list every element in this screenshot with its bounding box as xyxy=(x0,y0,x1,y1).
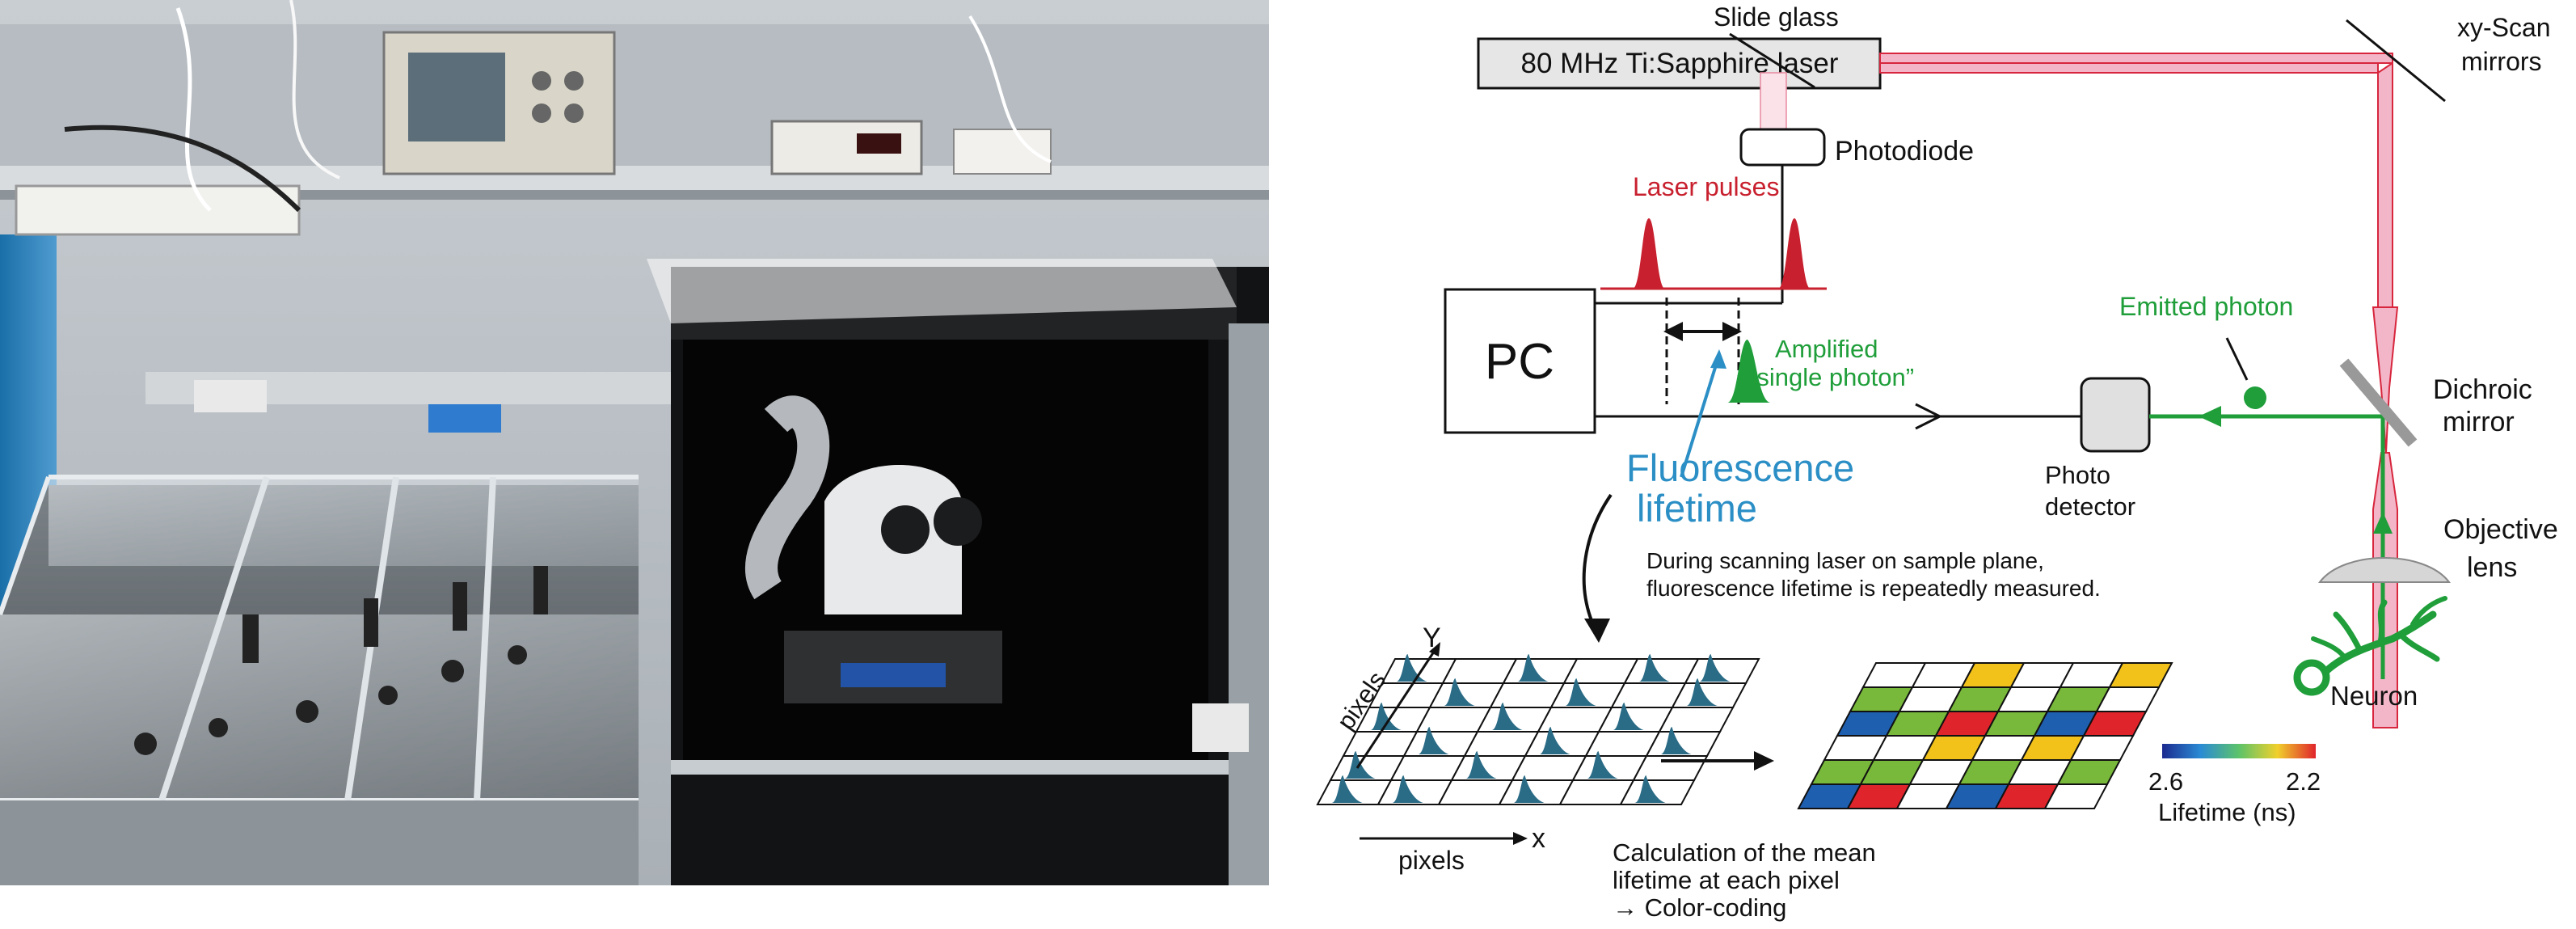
decay-curve xyxy=(1331,775,1363,803)
laser-pulses-label: Laser pulses xyxy=(1633,172,1779,201)
decay-curve xyxy=(1660,727,1692,754)
decay-curve xyxy=(1392,775,1423,803)
decay-curve xyxy=(1539,727,1570,754)
decay-curve xyxy=(1699,654,1731,682)
dichroic-label: Dichroic xyxy=(2433,374,2532,405)
decay-pixel-grid xyxy=(1316,654,1760,805)
xy-scan-label: xy-Scan xyxy=(2457,13,2551,42)
lab-setup-photo xyxy=(0,0,1269,885)
slide-glass-label: Slide glass xyxy=(1714,2,1839,32)
scan-note-2: fluorescence lifetime is repeatedly meas… xyxy=(1646,576,2101,601)
calc-note-3: → Color-coding xyxy=(1613,893,1786,922)
color-coded-pixel-grid xyxy=(1797,662,2173,809)
laser-pulse xyxy=(1778,218,1811,289)
dichroic-mirror xyxy=(2339,358,2418,447)
laser-label: 80 MHz Ti:Sapphire laser xyxy=(1521,48,1839,79)
scan-note: During scanning laser on sample plane, xyxy=(1646,548,2044,573)
fluorescence-label: Fluorescence xyxy=(1626,446,1854,489)
grid-pixel xyxy=(2043,783,2109,809)
flim-schematic: 80 MHz Ti:Sapphire laser Slide glass xy-… xyxy=(1316,2,2558,922)
scale-right-label: 2.2 xyxy=(2286,767,2321,796)
scale-title: Lifetime (ns) xyxy=(2158,798,2296,826)
decay-curve xyxy=(1638,654,1670,682)
axis-y-label: Y xyxy=(1423,623,1441,653)
fluorescence-label-2: lifetime xyxy=(1637,487,1757,530)
neuron xyxy=(2293,596,2447,696)
xy-scan-label-2: mirrors xyxy=(2461,47,2542,76)
pc-box xyxy=(1444,288,1596,434)
scale-left-label: 2.6 xyxy=(2148,767,2183,796)
decay-curve xyxy=(1517,654,1549,682)
laser-beam xyxy=(1879,53,2393,64)
amplified-label: Amplified xyxy=(1775,335,1878,363)
axis-x-label: x xyxy=(1532,823,1545,854)
photodiode-label: Photodiode xyxy=(1835,136,1974,167)
decay-curve xyxy=(1686,678,1718,706)
pc-label: PC xyxy=(1485,334,1554,390)
slide-glass xyxy=(1729,32,1815,89)
photodiode xyxy=(1739,128,1826,167)
laser-beam-vertical xyxy=(2377,61,2393,308)
objective-label-2: lens xyxy=(2467,552,2517,583)
neuron-label: Neuron xyxy=(2330,681,2418,711)
decay-curve xyxy=(1491,703,1523,730)
photo-detector-label: Photo xyxy=(2045,461,2110,489)
axis-pixels-x-label: pixels xyxy=(1398,846,1465,875)
dichroic-label-2: mirror xyxy=(2443,407,2515,437)
emitted-photon-label: Emitted photon xyxy=(2119,292,2293,321)
lifetime-color-scale xyxy=(2162,744,2316,758)
decay-curve xyxy=(1587,751,1618,779)
decay-curve xyxy=(1396,654,1427,682)
objective-label: Objective xyxy=(2443,514,2558,545)
decay-curve xyxy=(1634,775,1666,803)
xy-scan-mirror xyxy=(2346,19,2446,103)
decay-curve xyxy=(1370,703,1402,730)
fluorescence-pointer xyxy=(1680,359,1719,478)
emitted-photon xyxy=(2244,386,2266,409)
decay-curve xyxy=(1513,775,1545,803)
amplified-label-2: “single photon” xyxy=(1748,363,1914,391)
calc-note-2: lifetime at each pixel xyxy=(1613,866,1840,894)
calc-note: Calculation of the mean xyxy=(1613,838,1876,867)
decay-curve xyxy=(1444,678,1475,706)
photo-detector-label-2: detector xyxy=(2045,492,2135,521)
laser-box xyxy=(1477,37,1882,90)
decay-curve xyxy=(1465,751,1497,779)
decay-curve xyxy=(1418,727,1449,754)
grid-pixel xyxy=(1658,707,1735,733)
objective-lens xyxy=(2317,557,2452,583)
photo-detector xyxy=(2080,377,2151,453)
decay-curve xyxy=(1565,678,1596,706)
decay-curve xyxy=(1613,703,1644,730)
single-photon-pulse xyxy=(1727,340,1770,403)
laser-pulse xyxy=(1633,218,1665,289)
y-axis-arrow xyxy=(1355,646,1439,769)
